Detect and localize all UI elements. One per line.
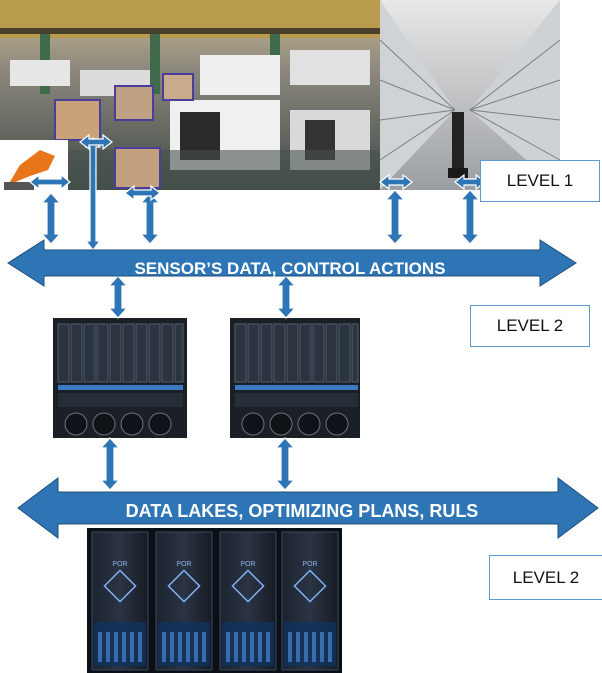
bus-top-label: SENSOR’S DATA, CONTROL ACTIONS [134, 259, 445, 278]
rack-cabinet: POR [219, 531, 277, 671]
datacenter-racks: POR POR POR POR [87, 528, 342, 673]
bus-bottom-label: DATA LAKES, OPTIMIZING PLANS, RULS [126, 501, 479, 521]
link-robot-thumb [79, 133, 113, 151]
server-chassis-left [53, 318, 187, 438]
rack-emblem-icon [231, 569, 265, 603]
bus-arrow-top: SENSOR’S DATA, CONTROL ACTIONS [7, 239, 577, 287]
rack-cabinet: POR [155, 531, 213, 671]
connector-robot-thumb-b [139, 192, 161, 245]
link-robot-arm [29, 173, 71, 191]
rack-cabinet: POR [91, 531, 149, 671]
link-warehouse [379, 173, 413, 191]
warehouse-image [379, 0, 561, 190]
rack-logo: POR [176, 561, 191, 568]
rack-emblem-icon [167, 569, 201, 603]
rack-cabinet: POR [281, 531, 339, 671]
rack-logo: POR [112, 561, 127, 568]
connector-warehouse-a [384, 189, 406, 245]
level-2-lower-label: LEVEL 2 [489, 555, 602, 600]
connector-robot-arm [40, 192, 62, 245]
level-1-label: LEVEL 1 [480, 160, 600, 202]
server-chassis-right [230, 318, 360, 438]
connector-server-left-bottom [99, 437, 121, 491]
link-robot-lower [124, 184, 161, 202]
connector-server-left-top [107, 275, 129, 319]
connector-warehouse-b [459, 189, 481, 245]
connector-server-right-top [275, 275, 297, 319]
level-2-upper-label: LEVEL 2 [470, 305, 590, 347]
rack-logo: POR [302, 561, 317, 568]
rack-logo: POR [240, 561, 255, 568]
bus-arrow-bottom: DATA LAKES, OPTIMIZING PLANS, RULS [17, 477, 599, 539]
rack-emblem-icon [103, 569, 137, 603]
connector-server-right-bottom [274, 437, 296, 491]
rack-emblem-icon [293, 569, 327, 603]
factory-floor-image [0, 0, 380, 190]
